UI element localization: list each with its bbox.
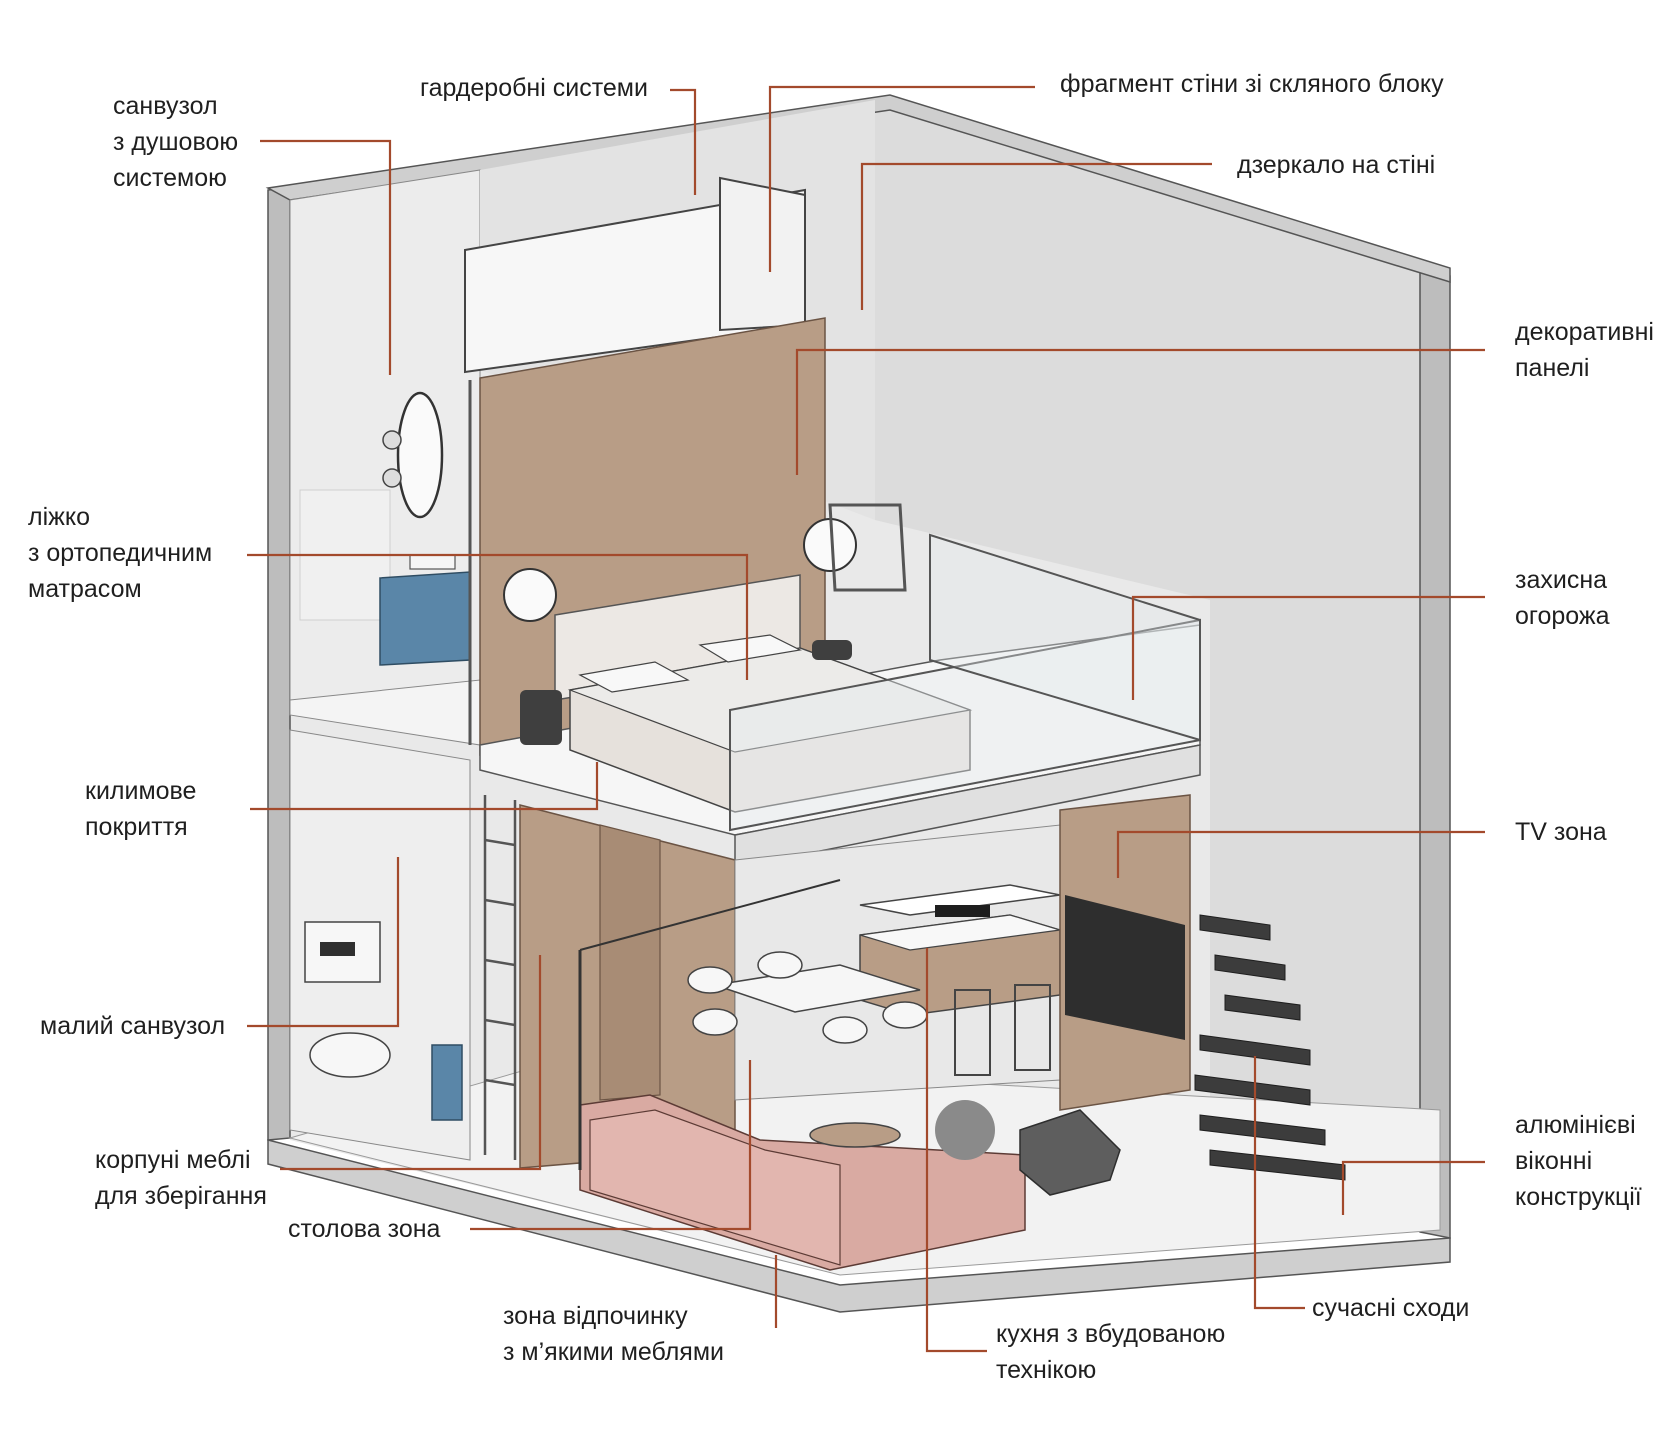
label-panels: декоративні панелі — [1515, 318, 1654, 382]
left-wall-section — [267, 187, 291, 1141]
leader-windows — [1341, 1160, 1485, 1215]
pillow — [578, 661, 690, 693]
label-stairs: сучасні сходи — [1312, 1294, 1470, 1322]
flush-button — [320, 942, 355, 956]
label-lounge: зона відпочинку з м’якими меблями — [503, 1302, 724, 1366]
label-glass-block: фрагмент стіни зі скляного блоку — [1060, 70, 1444, 98]
leader-carpet — [250, 762, 599, 811]
coffee-table — [809, 1122, 901, 1148]
upper-bathroom — [289, 169, 481, 746]
storage-shelves — [599, 824, 661, 1101]
label-kitchen: кухня з вбудованою технікою — [996, 1320, 1226, 1384]
ball-seat — [935, 1100, 995, 1160]
wall-lamp-round — [503, 568, 557, 622]
bar-stools — [954, 984, 1051, 1076]
stairs — [1194, 914, 1346, 1181]
label-railing: захисна огорожа — [1515, 566, 1610, 630]
ladder — [483, 795, 517, 1160]
glass-block-wall — [464, 176, 806, 374]
label-mirror: дзеркало на стіні — [1237, 151, 1436, 179]
dining-chairs — [687, 951, 928, 1044]
label-storage: корпуні меблі для зберігання — [95, 1146, 267, 1210]
toilet — [309, 1032, 391, 1078]
leader-stairs — [1253, 1056, 1305, 1310]
leader-railing — [1131, 595, 1485, 700]
mezzanine — [464, 100, 1201, 869]
wall-lamp — [382, 468, 402, 488]
leader-mirror — [860, 162, 1212, 310]
leader-tv — [1116, 830, 1485, 878]
armchair — [1019, 1109, 1121, 1196]
label-bed: ліжко з ортопедичним матрасом — [28, 503, 213, 603]
leader-wardrobe — [670, 88, 697, 195]
leader-lines — [247, 85, 1485, 1353]
side-table — [812, 640, 852, 660]
floor-lamp-arm — [579, 879, 841, 951]
tv-screen — [1065, 895, 1185, 1040]
leader-dining — [470, 1060, 752, 1231]
right-wall — [875, 100, 1440, 1230]
cooktop — [935, 905, 990, 917]
washbasin — [409, 554, 456, 570]
leader-bed — [247, 553, 749, 680]
ground-floor-interior — [289, 729, 1346, 1271]
leader-bathroom-shower — [260, 139, 392, 375]
vanity-cabinet — [379, 571, 471, 666]
right-wall-section — [1419, 267, 1451, 1239]
oval-mirror — [396, 391, 444, 519]
leader-small-bathroom — [247, 857, 400, 1028]
label-windows: алюмінієві віконні конструкції — [1515, 1111, 1642, 1211]
label-wardrobe: гардеробні системи — [420, 74, 648, 102]
label-small-bathroom: малий санвузол — [40, 1012, 226, 1040]
label-carpet: килимове покриття — [85, 777, 197, 841]
leader-storage — [280, 955, 542, 1171]
label-dining: столова зона — [288, 1215, 441, 1243]
label-tv: TV зона — [1515, 818, 1607, 846]
sofa-seat — [589, 1109, 841, 1266]
lounge-chair — [828, 503, 907, 592]
leader-glass-block — [768, 85, 1035, 272]
label-bathroom-shower: санвузол з душовою системою — [113, 92, 239, 192]
leader-kitchen — [925, 948, 987, 1353]
ground-slab — [267, 1139, 1451, 1313]
side-table — [520, 690, 562, 745]
wall-lamp — [382, 430, 402, 450]
mezzanine-slab-edge — [734, 744, 1201, 869]
small-cabinet — [431, 1044, 463, 1121]
leader-panels — [795, 348, 1485, 475]
